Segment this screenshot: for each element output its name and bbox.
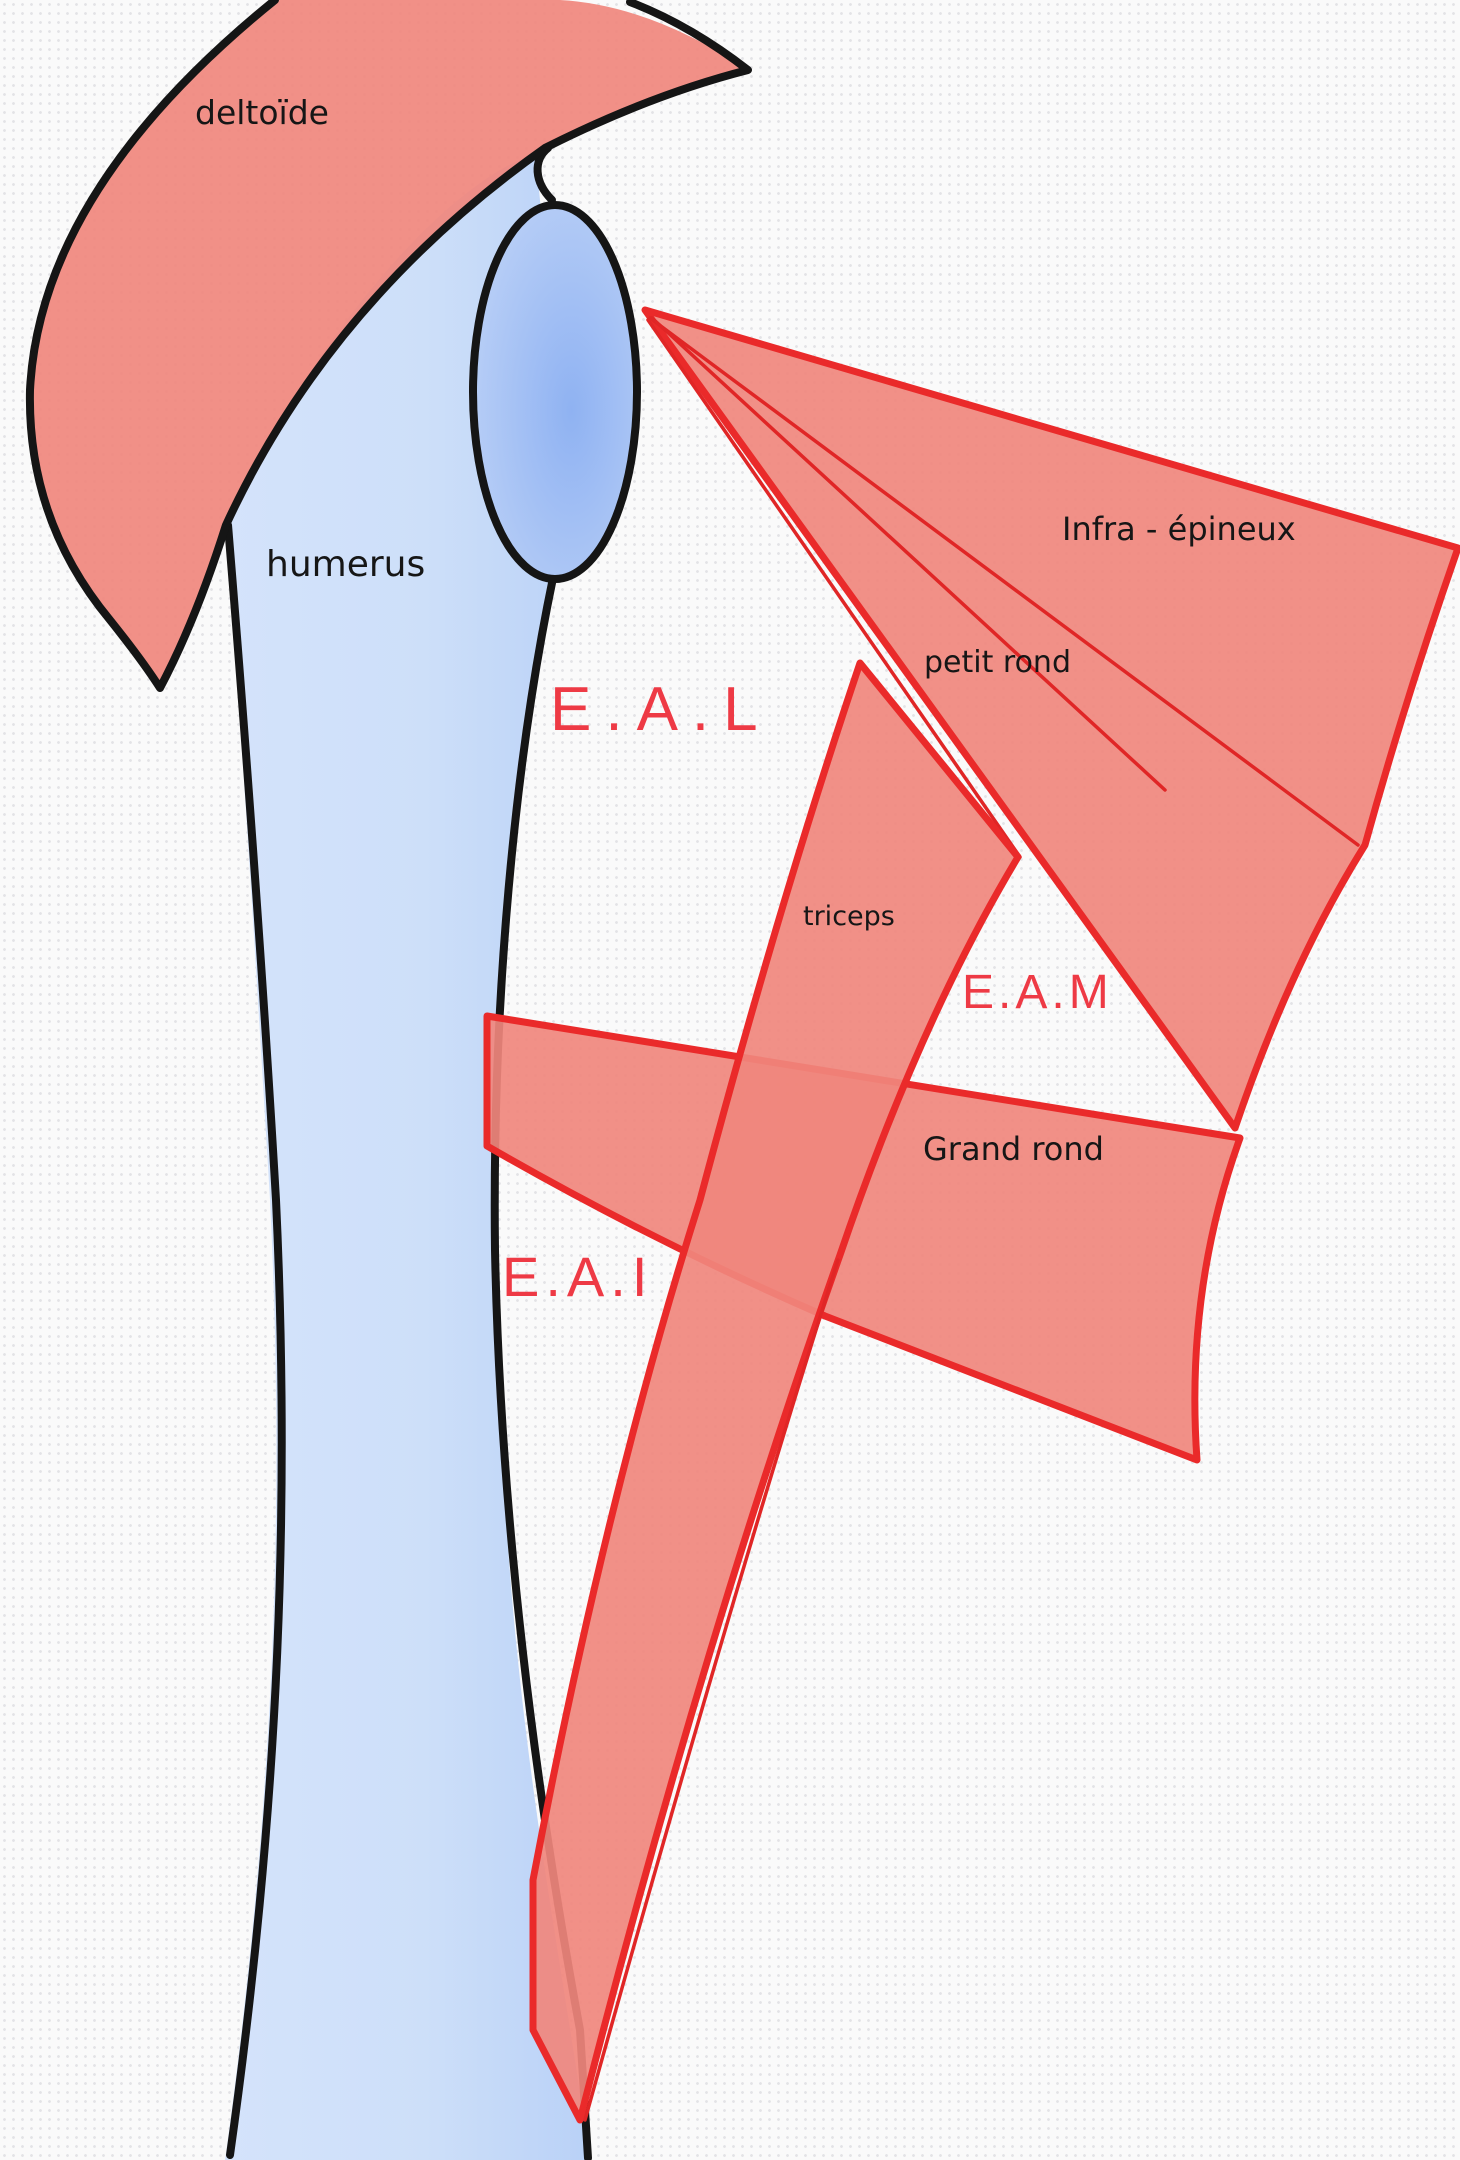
eam-space-label: E.A.M (962, 966, 1113, 1019)
deltoide-label: deltoïde (195, 93, 329, 132)
petit-rond-label: petit rond (924, 645, 1071, 680)
humerus-label: humerus (266, 544, 425, 585)
triceps-label: triceps (803, 901, 895, 932)
humeral-head (473, 205, 637, 579)
infra-epineux-label: Infra - épineux (1062, 510, 1296, 548)
triceps-muscle (533, 663, 1018, 2120)
eai-space-label: E.A.I (502, 1245, 653, 1308)
grand-rond-label: Grand rond (923, 1130, 1104, 1168)
eal-space-label: E.A.L (550, 675, 772, 744)
